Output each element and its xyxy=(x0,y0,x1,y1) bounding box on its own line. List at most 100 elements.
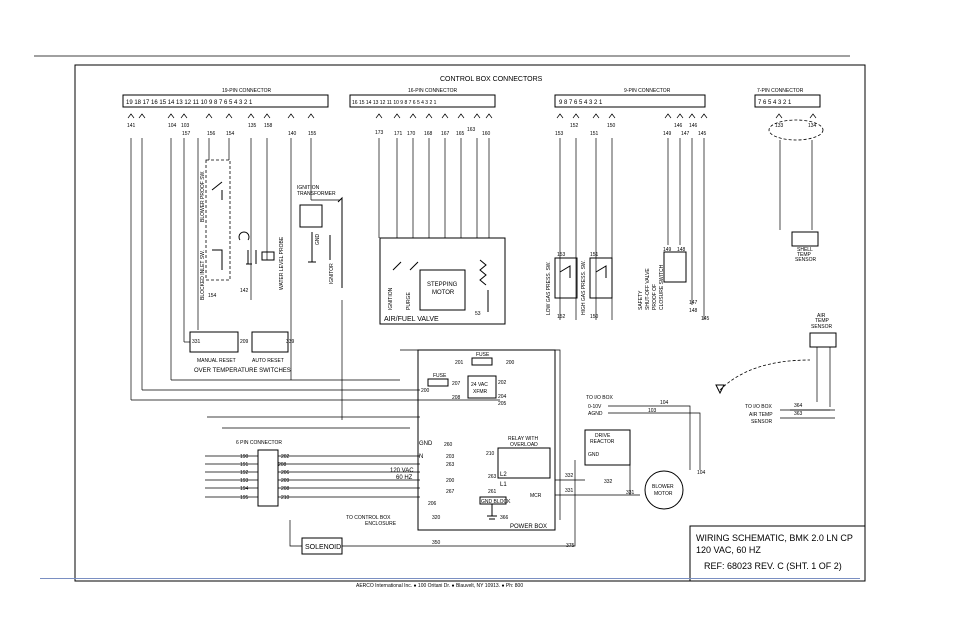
gnd-power: GND xyxy=(419,441,433,447)
title-ref: REF: 68023 REV. C (SHT. 1 OF 2) xyxy=(704,561,842,571)
wire-202b: 202 xyxy=(498,380,507,386)
wire-165: 165 xyxy=(456,131,465,137)
wires-16pin xyxy=(378,138,490,238)
to-control-box-label-1: TO CONTROL BOX xyxy=(346,515,391,521)
water-level-label: WATER LEVEL PROBE xyxy=(279,236,285,290)
safety-valve-switch xyxy=(663,251,687,283)
wire-150: 150 xyxy=(607,123,616,129)
relay-label-2: OVERLOAD xyxy=(510,442,538,448)
wire-168: 168 xyxy=(424,131,433,137)
air-temp-label-2: TEMP xyxy=(815,318,830,324)
wire-267: 267 xyxy=(446,489,455,495)
air-temp-sensor-right-2: SENSOR xyxy=(751,419,773,425)
shell-temp-label-3: SENSOR xyxy=(795,257,817,263)
wire-153: 153 xyxy=(555,131,564,137)
auto-reset-label: AUTO RESET xyxy=(252,358,284,364)
wire-141: 141 xyxy=(127,123,136,129)
wire-209: 209 xyxy=(240,339,249,345)
wire-140: 140 xyxy=(288,131,297,137)
sensor-shield xyxy=(768,119,824,141)
solenoid-label: SOLENOID xyxy=(305,544,341,551)
shell-sensor-wires xyxy=(779,140,813,230)
wire-133: 133 xyxy=(775,123,784,129)
wire-206b: 206 xyxy=(428,501,437,507)
footer-text: AERCO International Inc. ● 100 Oritani D… xyxy=(356,583,523,589)
water-level-probe xyxy=(246,250,275,265)
wires-9pin xyxy=(559,138,705,320)
connector-16-label: 16-PIN CONNECTOR xyxy=(408,88,457,94)
wire-375: 375 xyxy=(566,543,575,549)
vac120-label-2: 60 HZ xyxy=(396,475,413,481)
air-fuel-valve-label: AIR/FUEL VALVE xyxy=(384,316,439,323)
wire-156: 156 xyxy=(207,131,216,137)
wire-210: 210 xyxy=(281,495,290,501)
wire-332: 332 xyxy=(565,473,574,479)
blower-switch-housing xyxy=(205,159,231,281)
connector-19 xyxy=(122,94,329,108)
v010-label: 0-10V xyxy=(588,404,602,410)
wire-147: 147 xyxy=(681,131,690,137)
low-gas-label: LOW GAS PRESS. SW. xyxy=(546,261,552,315)
wire-154: 154 xyxy=(226,131,235,137)
gnd-label: GND xyxy=(315,234,321,246)
connector-7-label: 7-PIN CONNECTOR xyxy=(757,88,804,94)
connector-16-pins: 16 15 14 13 12 11 10 9 8 7 6 5 4 3 2 1 xyxy=(352,100,437,106)
wire-210b: 210 xyxy=(486,451,495,457)
wire-135: 135 xyxy=(248,123,257,129)
wire-149: 149 xyxy=(663,131,672,137)
wire-103: 103 xyxy=(181,123,190,129)
blower-motor xyxy=(644,470,684,510)
high-gas-wire-151: 151 xyxy=(590,252,599,258)
high-gas-label: HIGH GAS PRESS. SW. xyxy=(581,260,587,315)
air-temp-wires xyxy=(790,347,831,411)
wire-134: 134 xyxy=(808,123,817,129)
ignition-wire xyxy=(337,196,343,288)
n-label: N xyxy=(419,454,423,460)
wire-363: 363 xyxy=(794,411,803,417)
six-pin-wires xyxy=(205,455,420,498)
manual-reset-label: MANUAL RESET xyxy=(197,358,236,364)
wire-208: 208 xyxy=(278,462,287,468)
ignition-transformer-label-2: TRANSFORMER xyxy=(297,191,336,197)
wire-53: 53 xyxy=(475,311,481,317)
wire-206: 206 xyxy=(281,470,290,476)
low-gas-wire-152: 152 xyxy=(557,314,566,320)
vac120-label-1: 120 VAC xyxy=(390,468,414,474)
wire-170: 170 xyxy=(407,131,416,137)
to-control-box-label-2: ENCLOSURE xyxy=(365,521,397,527)
sv-wire-148b: 148 xyxy=(689,308,698,314)
mcr-label: MCR xyxy=(530,493,542,499)
wire-200: 200 xyxy=(506,360,515,366)
wire-339: 339 xyxy=(286,339,295,345)
solenoid-wires xyxy=(289,460,576,547)
stepping-motor-label-1: STEPPING xyxy=(427,282,458,288)
connector-7-pins: 7 6 5 4 3 2 1 xyxy=(758,100,792,106)
wire-366: 366 xyxy=(500,515,509,521)
wire-146: 146 xyxy=(674,123,683,129)
ignitor-leads xyxy=(308,232,331,263)
l1-label: L1 xyxy=(500,482,507,488)
to-io-box-label: TO I/O BOX xyxy=(586,395,614,401)
air-temp-sensor-right-1: AIR TEMP xyxy=(749,412,773,418)
gnd-block xyxy=(479,496,507,505)
wire-103b: 103 xyxy=(648,408,657,414)
air-fuel-valve-box xyxy=(379,237,506,325)
title-block xyxy=(689,525,866,582)
shell-temp-label-2: TEMP xyxy=(797,252,812,258)
wire-155: 155 xyxy=(308,131,317,137)
wire-104: 104 xyxy=(168,123,177,129)
air-temp-shield xyxy=(719,359,811,391)
wire-145: 145 xyxy=(698,131,707,137)
relay-overload xyxy=(497,447,551,479)
l2-label: L2 xyxy=(500,472,507,478)
wire-158: 158 xyxy=(264,123,273,129)
connector-19-label: 19-PIN CONNECTOR xyxy=(222,88,271,94)
blower-motor-label-1: BLOWER xyxy=(652,484,674,490)
high-gas-switch xyxy=(589,257,613,299)
connector-16 xyxy=(349,94,496,108)
wire-202: 202 xyxy=(281,454,290,460)
wire-331b: 331 xyxy=(565,488,574,494)
low-gas-wire-153: 153 xyxy=(557,252,566,258)
wire-192: 192 xyxy=(240,470,249,476)
